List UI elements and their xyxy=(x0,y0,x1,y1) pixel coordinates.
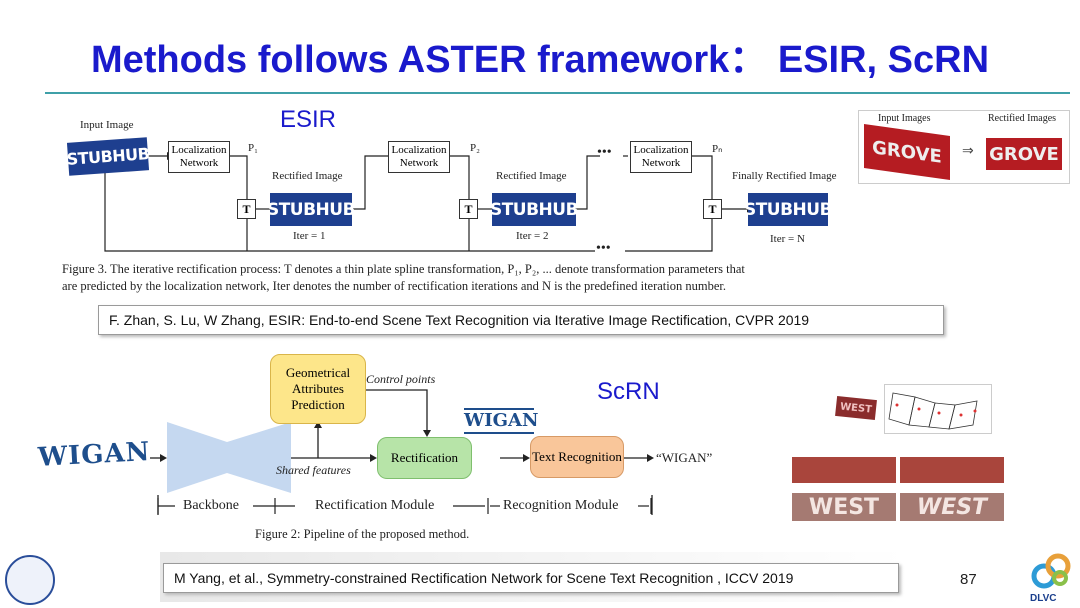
tps-transform-1: T xyxy=(237,199,256,219)
dlvc-logo-text: DLVC xyxy=(1030,593,1057,604)
rectification-box: Rectification xyxy=(377,437,472,479)
rectified-image-label-2: Rectified Image xyxy=(496,170,567,182)
page-number: 87 xyxy=(960,571,977,588)
ellipsis-bottom: ••• xyxy=(596,241,611,256)
scrn-citation: M Yang, et al., Symmetry-constrained Rec… xyxy=(163,563,899,593)
west-rectified-right: WEST xyxy=(900,493,1004,521)
tps-transform-n: T xyxy=(703,199,722,219)
university-logo xyxy=(5,555,55,605)
west-distorted-right xyxy=(900,457,1004,483)
iter-2-label: Iter = 2 xyxy=(516,230,549,242)
west-small-input: WEST xyxy=(835,395,877,421)
tps-transform-2: T xyxy=(459,199,478,219)
backbone-label: Backbone xyxy=(183,498,239,513)
esir-caption-line1: Figure 3. The iterative rectification pr… xyxy=(62,262,745,276)
slide-title: Methods follows ASTER framework： ESIR, S… xyxy=(90,39,990,81)
esir-citation: F. Zhan, S. Lu, W Zhang, ESIR: End-to-en… xyxy=(98,305,944,335)
input-stubhub-image: STUBHUB xyxy=(66,137,150,176)
esir-label: ESIR xyxy=(280,106,337,133)
rectified-images-label: Rectified Images xyxy=(988,113,1057,124)
scrn-label: ScRN xyxy=(597,378,660,405)
module-brackets xyxy=(157,498,652,514)
p1-label: P₁ xyxy=(248,142,258,154)
wigan-input-image: WIGAN xyxy=(37,437,152,473)
grove-arrow: ⇒ xyxy=(962,142,974,158)
dlvc-logo-icon xyxy=(1030,552,1074,592)
grove-rectified-image: GROVE xyxy=(986,138,1062,170)
iter-1-label: Iter = 1 xyxy=(293,230,326,242)
title-divider xyxy=(45,92,1070,94)
input-image-label: Input Image xyxy=(80,119,134,131)
text-recognition-box: Text Recognition xyxy=(530,436,624,478)
esir-caption-line2: are predicted by the localization networ… xyxy=(62,279,726,293)
finally-rectified-label: Finally Rectified Image xyxy=(732,170,837,182)
rectified-stubhub-2: STUBHUB xyxy=(490,193,579,226)
control-points-label: Control points xyxy=(366,372,436,386)
localization-network-n: Localization Network xyxy=(630,141,692,173)
recognition-module-label: Recognition Module xyxy=(503,498,619,513)
iter-n-label: Iter = N xyxy=(770,233,805,245)
rectification-module-label: Rectification Module xyxy=(315,498,435,513)
final-stubhub: STUBHUB xyxy=(744,193,833,226)
localization-network-2: Localization Network xyxy=(388,141,450,173)
shared-features-label: Shared features xyxy=(276,463,351,477)
west-rectified-left: WEST xyxy=(792,493,896,521)
ellipsis-top: ••• xyxy=(597,145,612,160)
input-images-label: Input Images xyxy=(878,113,931,124)
scrn-connector-lines xyxy=(150,389,654,515)
output-wigan-label: “WIGAN” xyxy=(656,450,713,465)
rectified-stubhub-1: STUBHUB xyxy=(267,193,356,226)
rectified-image-label-1: Rectified Image xyxy=(272,170,343,182)
control-point-grid xyxy=(884,384,992,434)
geometrical-attributes-box: Geometrical Attributes Prediction xyxy=(270,354,366,424)
wigan-rectified-image: WIGAN xyxy=(464,408,538,434)
scrn-caption: Figure 2: Pipeline of the proposed metho… xyxy=(255,527,470,541)
west-distorted-left xyxy=(792,457,896,483)
pn-label: Pₙ xyxy=(712,143,723,155)
p2-label: P₂ xyxy=(470,142,480,154)
localization-network-1: Localization Network xyxy=(168,141,230,173)
